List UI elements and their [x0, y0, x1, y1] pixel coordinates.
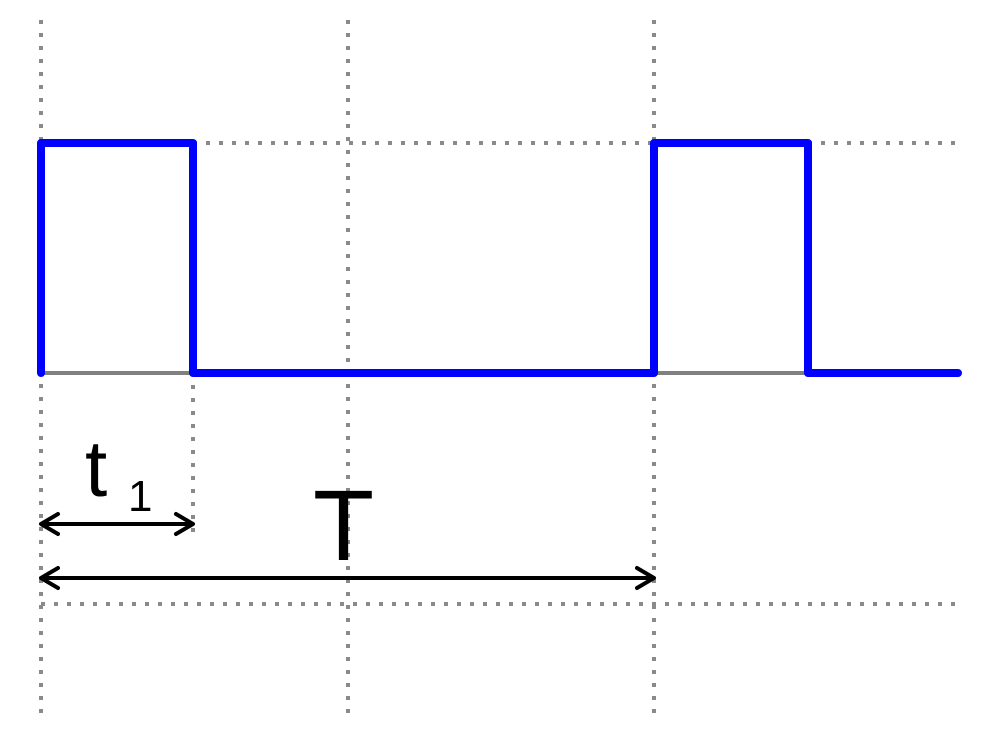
period-arrow: [39, 566, 656, 590]
pulse-width-label: t: [85, 424, 107, 513]
period-label: T: [313, 470, 374, 582]
pulse-width-subscript: 1: [128, 472, 152, 521]
pulse-width-arrow: [39, 512, 195, 536]
pulse-signal-line: [37, 139, 962, 377]
